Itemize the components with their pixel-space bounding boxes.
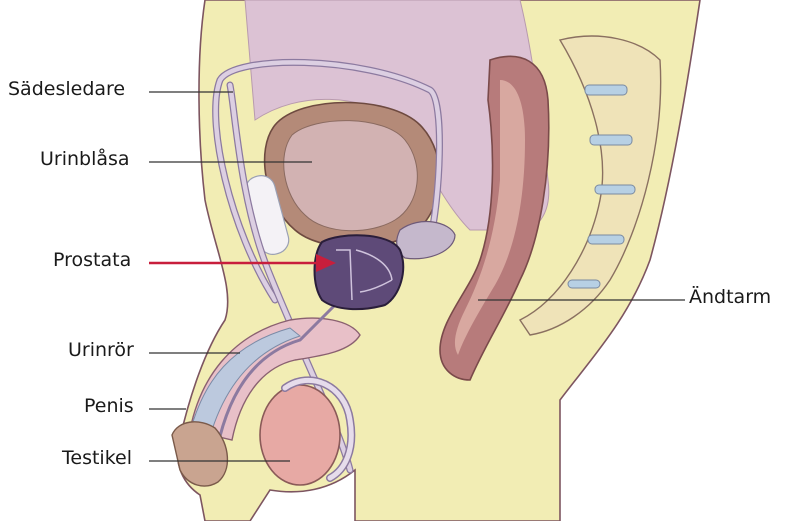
label-testicle: Testikel (62, 449, 132, 468)
label-prostate: Prostata (53, 251, 131, 270)
label-penis: Penis (84, 397, 134, 416)
testicle (260, 385, 340, 485)
label-vas-deferens: Sädesledare (8, 80, 125, 99)
label-urethra: Urinrör (68, 341, 134, 360)
prostate-gland (315, 235, 404, 309)
label-bladder: Urinblåsa (40, 150, 130, 169)
bladder-lumen (284, 121, 418, 231)
label-rectum: Ändtarm (689, 288, 771, 307)
